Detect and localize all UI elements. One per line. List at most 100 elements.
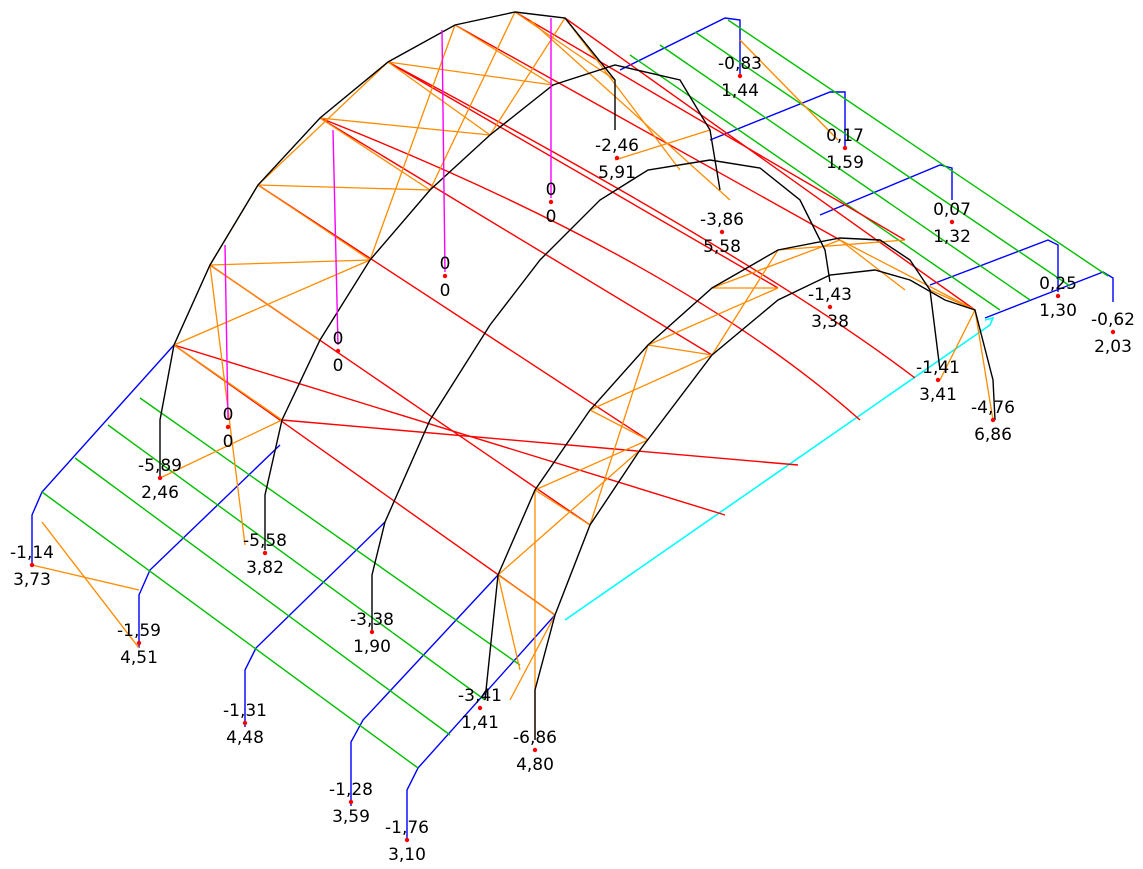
support-label-top: -1,43	[808, 285, 852, 305]
support-labels: -1,143,73-1,594,51-5,892,4600-5,583,8200…	[10, 54, 1135, 865]
beam	[727, 19, 1109, 277]
support-label-top: -1,14	[10, 543, 54, 563]
support-label-bottom: 0	[223, 432, 234, 452]
support-label-top: -1,28	[329, 780, 373, 800]
support-label: -6,86 4,80	[513, 728, 557, 775]
brace	[589, 354, 713, 411]
support-label-top: 0	[223, 405, 234, 425]
column	[31, 344, 175, 565]
support-label: 0,07 1,32	[933, 200, 971, 247]
beam	[107, 424, 486, 701]
support-marker	[737, 73, 743, 79]
support-label-top: 0	[546, 180, 557, 200]
hanger	[441, 29, 446, 273]
support-label: -1,314,48	[223, 701, 267, 748]
brace	[929, 289, 976, 311]
brace	[647, 344, 713, 356]
brace	[534, 439, 649, 491]
beam	[694, 31, 1071, 287]
beam	[659, 44, 1031, 301]
support-label: -5,583,82	[243, 531, 287, 578]
support-label: 0,251,30	[1039, 274, 1077, 321]
brace	[614, 129, 711, 161]
support-label-top: -6,86	[513, 728, 557, 748]
brace	[509, 614, 556, 701]
support-label-top: -3,38	[350, 610, 394, 630]
support-label: -5,892,46	[138, 456, 182, 503]
support-label-bottom: 3,38	[811, 312, 849, 332]
brace	[319, 117, 431, 191]
support-label-bottom: 1,90	[353, 637, 391, 657]
support-label-bottom: 1,32	[933, 227, 971, 247]
support-label-top: -1,59	[117, 621, 161, 641]
column	[619, 17, 741, 75]
brace	[839, 239, 976, 311]
beam	[74, 457, 451, 736]
beam	[629, 54, 1001, 311]
brace	[589, 409, 649, 441]
support-label-bottom: 5,91	[598, 163, 636, 183]
brace	[711, 239, 841, 289]
support-marker	[935, 377, 941, 383]
support-marker	[1055, 293, 1061, 299]
support-label-bottom: 3,73	[13, 570, 51, 590]
support-label-bottom: 4,80	[516, 755, 554, 775]
purlin	[173, 344, 556, 616]
support-label-top: 0,17	[826, 126, 864, 146]
purlin	[387, 61, 916, 379]
arch	[159, 11, 616, 478]
brace	[647, 287, 779, 346]
support-marker	[477, 705, 483, 711]
support-label: -3,865,58	[700, 210, 744, 257]
support-marker	[827, 304, 833, 310]
column	[929, 239, 1059, 292]
brace	[529, 19, 731, 201]
brace	[257, 61, 389, 186]
hanger	[332, 129, 339, 346]
support-label-bottom: 5,58	[703, 237, 741, 257]
support-label-bottom: 0	[440, 281, 451, 301]
support-label: -1,28 3,59	[329, 780, 373, 827]
support-marker	[719, 229, 725, 235]
column	[709, 91, 846, 148]
support-marker	[157, 475, 163, 481]
support-label: -1,14 3,73	[10, 543, 54, 590]
support-label-top: 0	[333, 329, 344, 349]
support-label-top: 0,07	[933, 200, 971, 220]
support-label: 00	[223, 405, 234, 452]
purlin	[319, 117, 861, 421]
purlin	[514, 11, 906, 241]
purlin	[564, 17, 976, 311]
support-label-bottom: 1,30	[1039, 301, 1077, 321]
support-label: 0,171,59	[826, 126, 864, 173]
brace	[589, 344, 649, 526]
support-label: -1,763,10	[385, 818, 429, 865]
support-label-top: -0,62	[1091, 310, 1135, 330]
support-marker	[335, 348, 341, 354]
support-label-bottom: 2,46	[141, 483, 179, 503]
support-label-top: -1,41	[916, 358, 960, 378]
support-label-bottom: 0	[333, 356, 344, 376]
support-marker	[136, 640, 142, 646]
support-label-bottom: 2,03	[1094, 337, 1132, 357]
brace	[514, 11, 616, 81]
support-label-bottom: 1,44	[721, 81, 759, 101]
support-label-bottom: 3,10	[388, 845, 426, 865]
brace	[257, 184, 371, 261]
base-edge	[564, 316, 995, 621]
support-label-bottom: 3,59	[332, 807, 370, 827]
support-label-top: -4,76	[971, 398, 1015, 418]
purlin	[319, 117, 713, 356]
brace	[159, 419, 283, 479]
support-label: -1,594,51	[117, 621, 161, 668]
brace	[777, 239, 906, 251]
column	[138, 444, 281, 648]
purlin	[454, 24, 841, 241]
support-label-bottom: 3,82	[246, 558, 284, 578]
purlin	[281, 419, 799, 466]
column	[984, 271, 1114, 319]
support-label-top: -1,31	[223, 701, 267, 721]
brace	[711, 249, 779, 356]
support-label: -1,43 3,38	[808, 285, 852, 332]
